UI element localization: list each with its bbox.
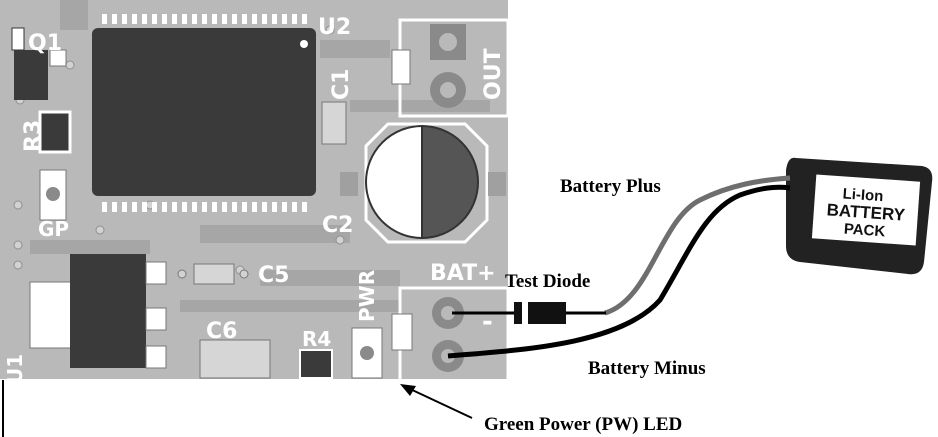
- label-u1: U1: [3, 354, 27, 384]
- gp-pad: [39, 169, 67, 221]
- label-c2: C2: [322, 213, 353, 238]
- battery-label-line1: Li-Ion: [842, 185, 884, 205]
- label-u2: U2: [318, 15, 351, 40]
- u2-chip: [92, 14, 316, 212]
- battery-pack: Li-Ion BATTERY PACK: [786, 157, 933, 275]
- r3-resistor: [38, 110, 72, 154]
- label-gp: GP: [38, 217, 69, 241]
- callout-battery-plus: Battery Plus: [560, 176, 661, 197]
- out-connector: [391, 18, 510, 118]
- test-diode: [452, 302, 606, 324]
- callout-green-led: Green Power (PW) LED: [484, 414, 682, 435]
- label-bat-minus: -: [482, 307, 493, 337]
- c1-capacitor: [321, 101, 347, 145]
- pin1-dot: [300, 40, 308, 48]
- label-q1: Q1: [28, 31, 62, 56]
- battery-label-line3: PACK: [843, 221, 886, 241]
- u1-regulator: [29, 254, 167, 369]
- label-pwr: PWR: [355, 270, 379, 322]
- pwr-led: [351, 327, 383, 379]
- label-c1: C1: [329, 69, 354, 100]
- r4-resistor: [299, 349, 333, 379]
- led-arrow: [400, 384, 473, 419]
- battery-label: [811, 174, 921, 246]
- label-r3: R3: [21, 120, 46, 152]
- battery-minus-wire: [447, 184, 791, 359]
- bat-connector: [391, 286, 510, 385]
- label-bat-plus: BAT+: [430, 261, 496, 286]
- c2-capacitor: [340, 122, 506, 244]
- q1-transistor: [11, 27, 67, 100]
- label-c5: C5: [258, 263, 289, 288]
- c5-capacitor: [177, 263, 249, 285]
- label-out: OUT: [481, 48, 506, 100]
- pcb-traces: [30, 0, 490, 312]
- c6-capacitor: [199, 339, 271, 379]
- label-r4: R4: [302, 327, 331, 351]
- label-c6: C6: [206, 319, 237, 344]
- battery-plus-wire: [604, 175, 791, 316]
- callout-battery-minus: Battery Minus: [588, 358, 706, 379]
- callout-test-diode: Test Diode: [505, 271, 590, 292]
